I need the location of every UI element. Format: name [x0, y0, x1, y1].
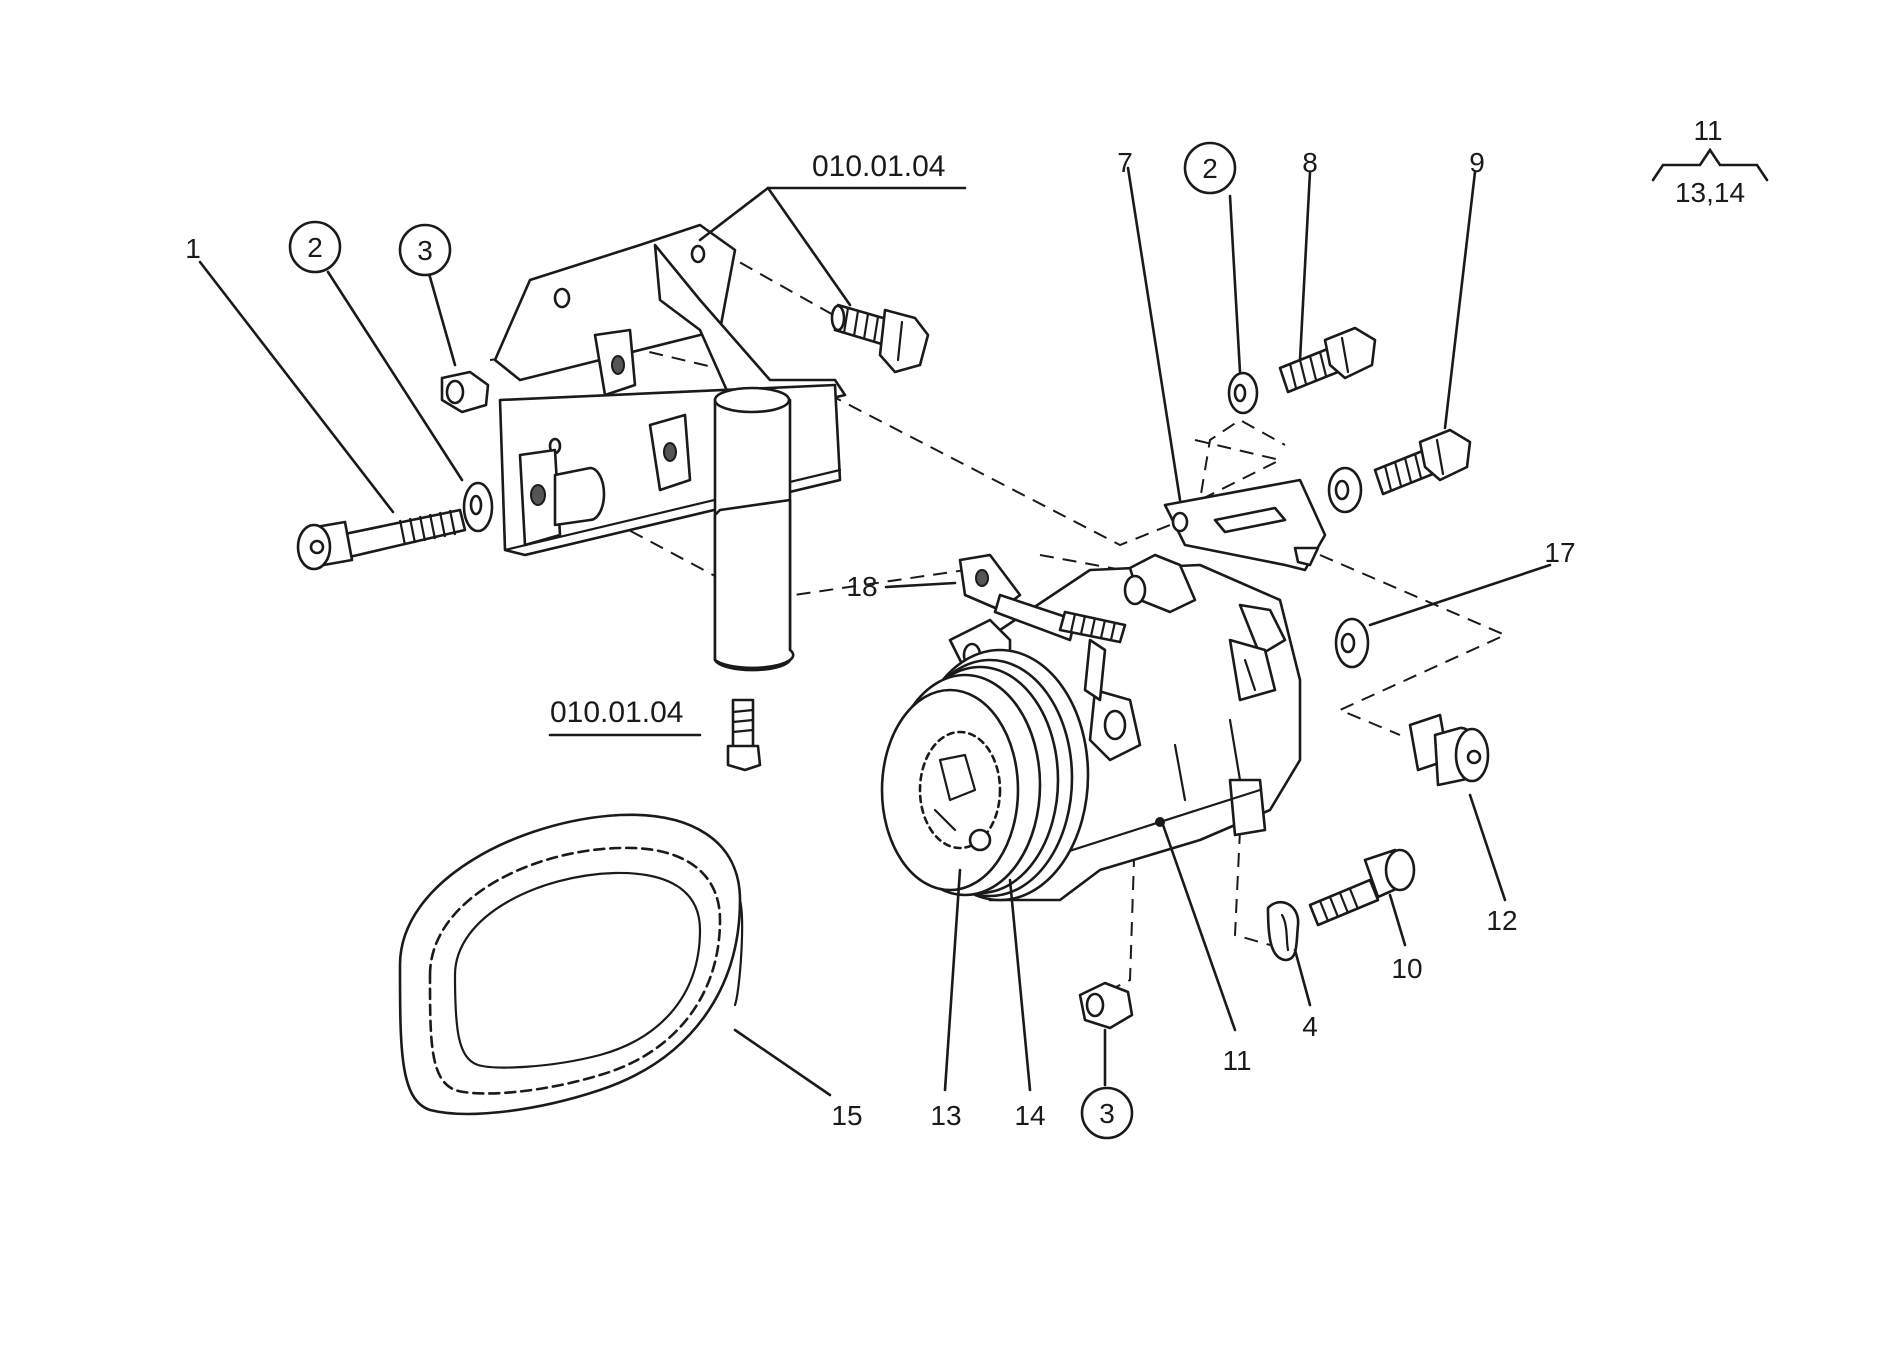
callout-13: 13 [930, 1100, 961, 1131]
washer-9 [1327, 466, 1363, 514]
reference-label-top: 010.01.04 [812, 150, 945, 183]
small-bolt-bottom [726, 698, 762, 772]
washer-right [1227, 371, 1259, 415]
washer-left [462, 481, 494, 533]
clutch-plate [880, 688, 1020, 892]
circle-marker-3-bottom [1080, 1086, 1134, 1140]
callout-12: 12 [1486, 905, 1517, 936]
callout-7: 7 [1117, 147, 1133, 178]
washer-17 [1334, 617, 1370, 669]
nut-left [440, 370, 490, 414]
circle-marker-2-left [288, 220, 342, 274]
spacer-4 [1266, 901, 1300, 962]
callout-1: 1 [185, 233, 201, 264]
reference-label-bottom: 010.01.04 [550, 696, 683, 729]
grouping-parent-label: 11 [1693, 115, 1722, 146]
callout-15: 15 [831, 1100, 862, 1131]
cap-screw-10 [1308, 848, 1416, 927]
circle-marker-2-right [1183, 141, 1237, 195]
callout-17: 17 [1544, 537, 1575, 568]
ribbed-belt [398, 813, 744, 1116]
callout-4: 4 [1302, 1011, 1318, 1042]
cap-screw [296, 508, 467, 571]
callout-3-bottom: 3 [1099, 1098, 1115, 1129]
callout-10: 10 [1391, 953, 1422, 984]
nut-bottom [1078, 981, 1134, 1030]
callout-2-right: 2 [1202, 153, 1218, 184]
callout-3-left: 3 [417, 235, 433, 266]
adjusting-bracket [1163, 478, 1327, 572]
hex-bolt-9 [1373, 428, 1472, 496]
grouping-children-label: 13,14 [1675, 177, 1745, 208]
callout-8: 8 [1302, 147, 1318, 178]
callout-2-left: 2 [307, 232, 323, 263]
circle-marker-3-left [398, 223, 452, 277]
callout-11: 11 [1222, 1045, 1251, 1076]
fitting-12 [1408, 713, 1490, 787]
callout-18: 18 [846, 571, 877, 602]
tensioner-bolt [958, 553, 1127, 644]
callout-9: 9 [1469, 147, 1485, 178]
hex-bolt-8 [1278, 326, 1377, 394]
leader-lines [198, 147, 1769, 1097]
hex-bolt-top [830, 303, 930, 374]
callout-14: 14 [1014, 1100, 1045, 1131]
mounting-bracket [493, 223, 847, 672]
